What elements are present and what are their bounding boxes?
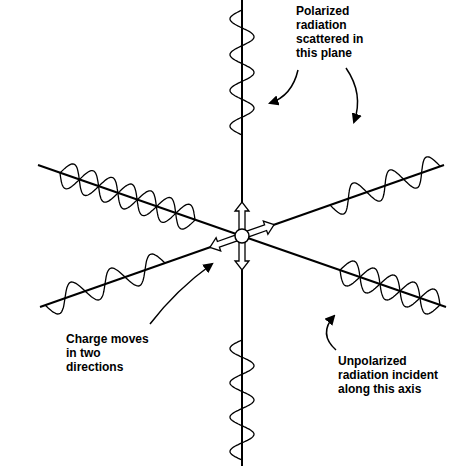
wave bbox=[60, 164, 195, 223]
wave bbox=[60, 171, 195, 230]
motion-arrow bbox=[235, 202, 249, 230]
motion-arrow bbox=[235, 242, 249, 270]
scattered-axis bbox=[40, 165, 444, 307]
charge-dot bbox=[235, 229, 249, 243]
leader-arrow bbox=[150, 264, 212, 324]
motion-arrow bbox=[247, 221, 274, 237]
wave bbox=[330, 157, 440, 214]
wave bbox=[340, 261, 440, 307]
wave bbox=[230, 340, 254, 460]
motion-arrow bbox=[210, 235, 237, 251]
wave-group bbox=[45, 10, 440, 460]
wave bbox=[45, 254, 165, 314]
leader-arrow bbox=[346, 68, 358, 122]
wave bbox=[230, 10, 254, 135]
callout-label: Polarized radiation scattered in this pl… bbox=[296, 4, 388, 60]
leader-arrow bbox=[326, 316, 336, 350]
wave bbox=[340, 268, 440, 314]
callout-label: Charge moves in two directions bbox=[66, 332, 158, 374]
charge-group bbox=[210, 202, 274, 270]
callout-label: Unpolarized radiation incident along thi… bbox=[338, 354, 438, 396]
leader-arrow bbox=[270, 70, 298, 103]
